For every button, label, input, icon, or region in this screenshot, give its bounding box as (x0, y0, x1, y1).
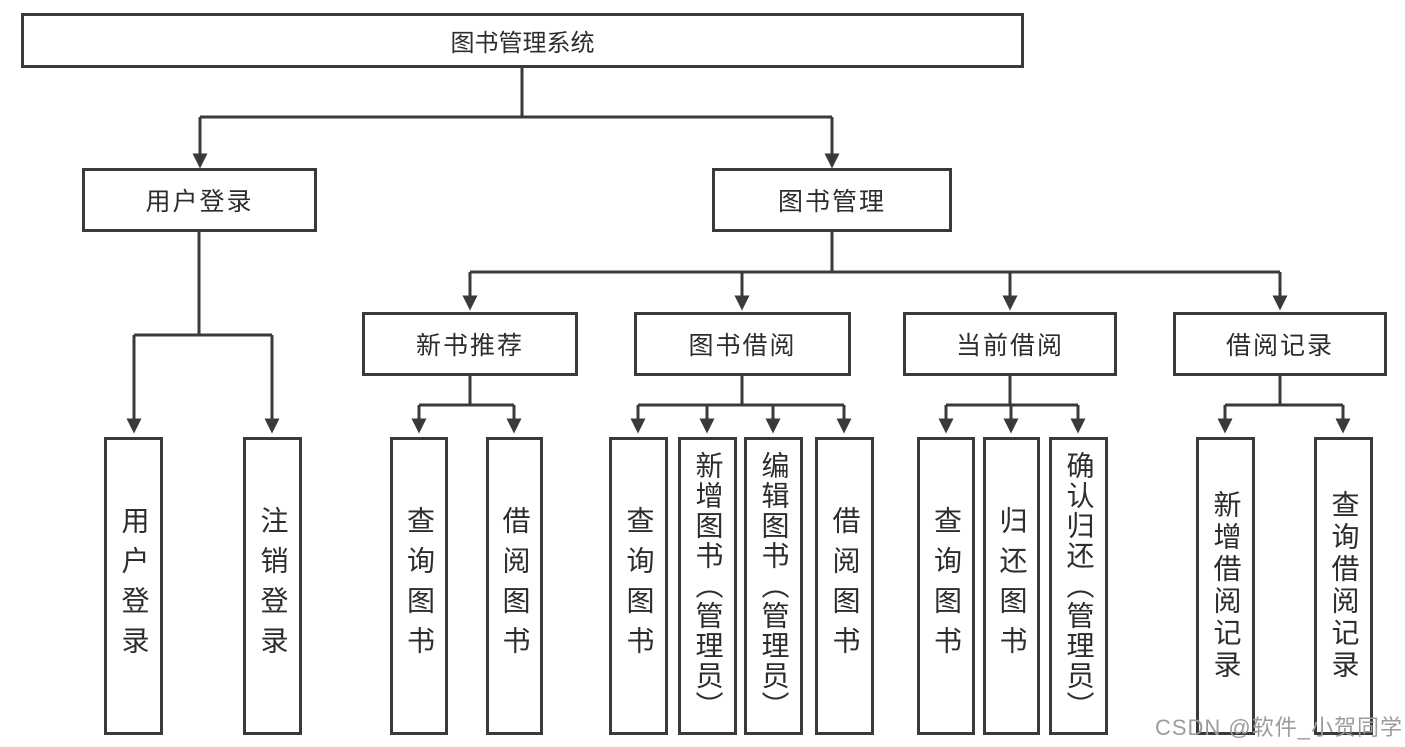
node-leaf-borrow-books-2: 借阅图书 (815, 437, 874, 735)
node-new-book-recommend: 新书推荐 (362, 312, 578, 376)
node-leaf-confirm-return-admin: 确认归还（管理员） (1049, 437, 1108, 735)
leaf-label: 查询图书 (623, 506, 655, 666)
node-leaf-query-books-2: 查询图书 (609, 437, 668, 735)
leaf-label: 用户登录 (118, 506, 150, 666)
leaf-label: 新增图书（管理员） (692, 451, 724, 721)
leaf-label: 编辑图书（管理员） (758, 451, 790, 721)
node-book-borrowing: 图书借阅 (634, 312, 851, 376)
node-leaf-add-book-admin: 新增图书（管理员） (678, 437, 737, 735)
node-current-borrowing: 当前借阅 (903, 312, 1117, 376)
node-library-management-system: 图书管理系统 (21, 13, 1024, 68)
node-user-login: 用户登录 (82, 168, 317, 232)
leaf-label: 注销登录 (257, 506, 289, 666)
node-leaf-query-borrow-record: 查询借阅记录 (1314, 437, 1373, 735)
leaf-label: 确认归还（管理员） (1063, 451, 1095, 721)
node-leaf-return-books: 归还图书 (983, 437, 1040, 735)
node-borrowing-records: 借阅记录 (1173, 312, 1387, 376)
node-leaf-query-books-3: 查询图书 (917, 437, 975, 735)
node-leaf-borrow-books-1: 借阅图书 (486, 437, 543, 735)
leaf-label: 借阅图书 (829, 506, 861, 666)
leaf-label: 新增借阅记录 (1210, 490, 1242, 682)
node-leaf-user-login: 用户登录 (104, 437, 163, 735)
leaf-label: 查询图书 (931, 506, 962, 666)
csdn-watermark: CSDN @软件_小贺同学 (1154, 715, 1403, 740)
node-leaf-query-books-1: 查询图书 (390, 437, 448, 735)
node-leaf-edit-book-admin: 编辑图书（管理员） (744, 437, 803, 735)
node-leaf-logout: 注销登录 (243, 437, 302, 735)
leaf-label: 查询借阅记录 (1328, 490, 1360, 682)
leaf-label: 借阅图书 (499, 506, 531, 666)
node-leaf-add-borrow-record: 新增借阅记录 (1196, 437, 1255, 735)
leaf-label: 查询图书 (404, 506, 435, 666)
node-book-management: 图书管理 (712, 168, 952, 232)
leaf-label: 归还图书 (996, 506, 1028, 666)
